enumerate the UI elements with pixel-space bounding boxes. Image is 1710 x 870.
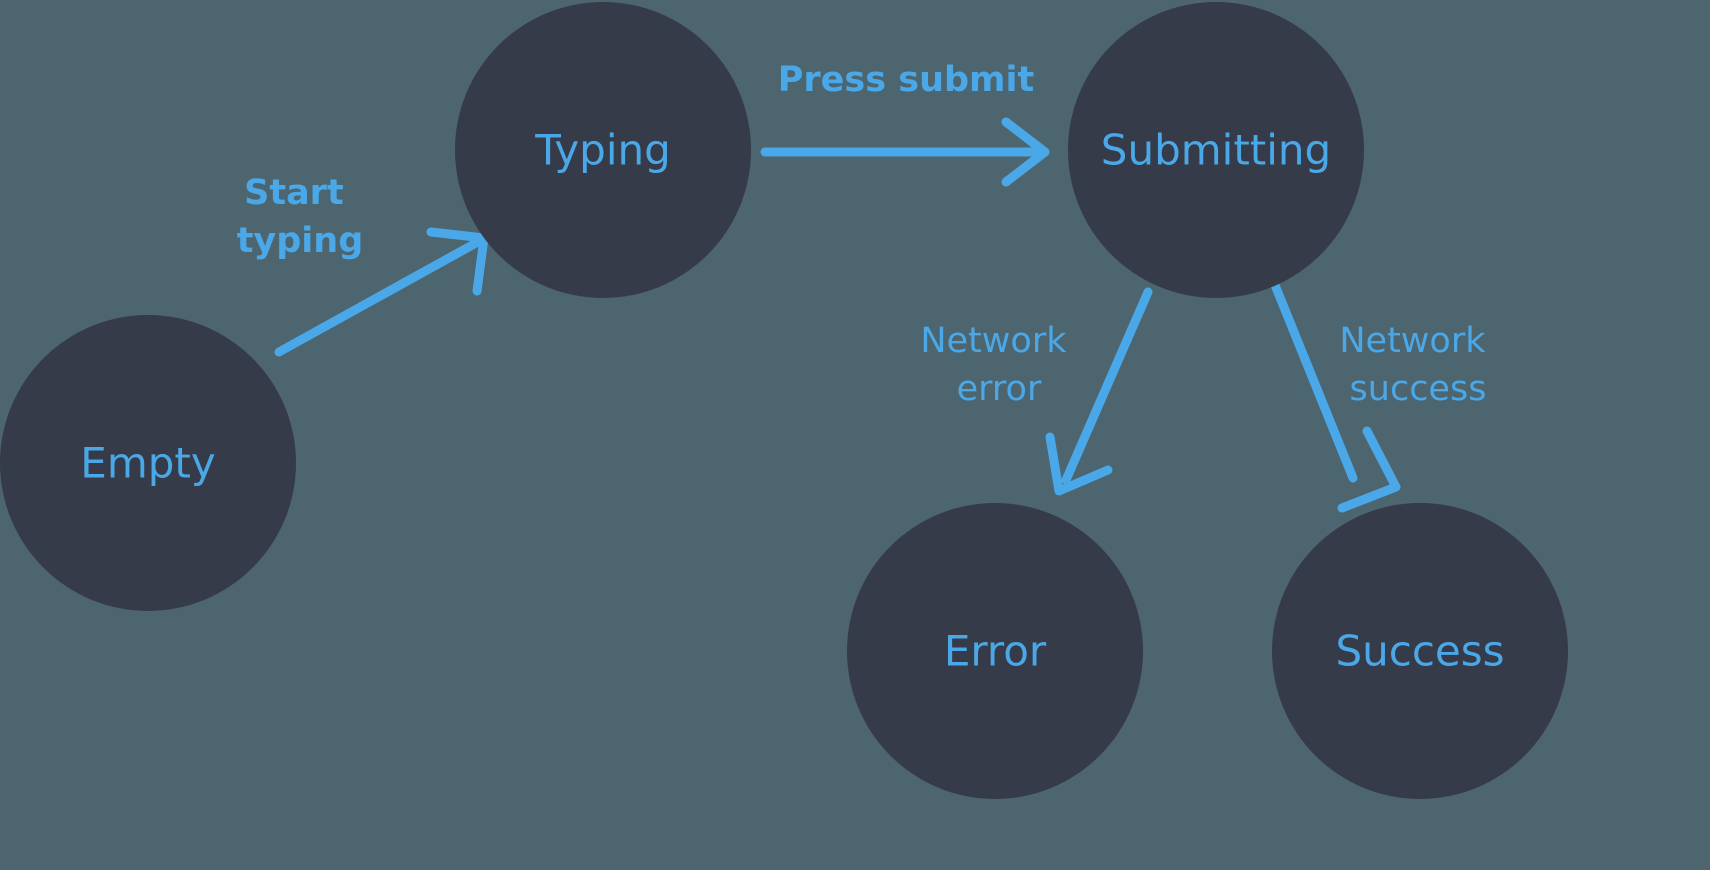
state-circle-empty bbox=[0, 315, 296, 611]
state-node-typing[interactable]: Typing bbox=[455, 2, 751, 298]
state-label-typing: Typing bbox=[534, 126, 671, 175]
edge-line-network-error bbox=[1061, 287, 1153, 485]
edge-line-network-success bbox=[1270, 280, 1358, 483]
edge-label-start-typing: Start typing bbox=[237, 173, 364, 261]
state-node-error[interactable]: Error bbox=[847, 503, 1143, 799]
arrowhead-start-typing bbox=[426, 227, 489, 296]
edge-label-press-submit-line-0: Press submit bbox=[778, 60, 1035, 100]
transition-network-success[interactable]: Network success bbox=[1270, 280, 1497, 513]
edge-label-network-success-line-0: Network bbox=[1339, 321, 1486, 361]
edge-label-press-submit: Press submit bbox=[778, 60, 1035, 100]
state-node-empty[interactable]: Empty bbox=[0, 315, 296, 611]
arrowhead-network-error bbox=[1045, 432, 1113, 496]
edge-label-start-typing-line-1: typing bbox=[237, 221, 364, 261]
edge-label-network-success: Network success bbox=[1339, 321, 1496, 409]
state-circle-error bbox=[847, 503, 1143, 799]
transition-start-typing[interactable]: Start typing bbox=[237, 173, 489, 357]
state-label-error: Error bbox=[944, 627, 1047, 676]
state-label-success: Success bbox=[1335, 627, 1504, 676]
state-label-submitting: Submitting bbox=[1101, 126, 1331, 175]
state-circle-success bbox=[1272, 503, 1568, 799]
edge-label-network-error-line-0: Network bbox=[920, 321, 1067, 361]
state-node-submitting[interactable]: Submitting bbox=[1068, 2, 1364, 298]
state-node-success[interactable]: Success bbox=[1272, 503, 1568, 799]
edge-line-start-typing bbox=[274, 238, 481, 357]
transition-press-submit[interactable]: Press submit bbox=[760, 60, 1050, 187]
edge-label-network-success-line-1: success bbox=[1350, 369, 1487, 409]
arrowhead-press-submit bbox=[1001, 117, 1050, 187]
edge-label-network-error: Network error bbox=[920, 321, 1077, 409]
edge-label-network-error-line-1: error bbox=[957, 369, 1042, 409]
state-circle-submitting bbox=[1068, 2, 1364, 298]
transition-network-error[interactable]: Network error bbox=[920, 287, 1153, 496]
edge-label-start-typing-line-0: Start bbox=[244, 173, 344, 213]
state-circle-typing bbox=[455, 2, 751, 298]
arrowhead-network-success bbox=[1337, 426, 1401, 513]
state-label-empty: Empty bbox=[80, 439, 215, 488]
